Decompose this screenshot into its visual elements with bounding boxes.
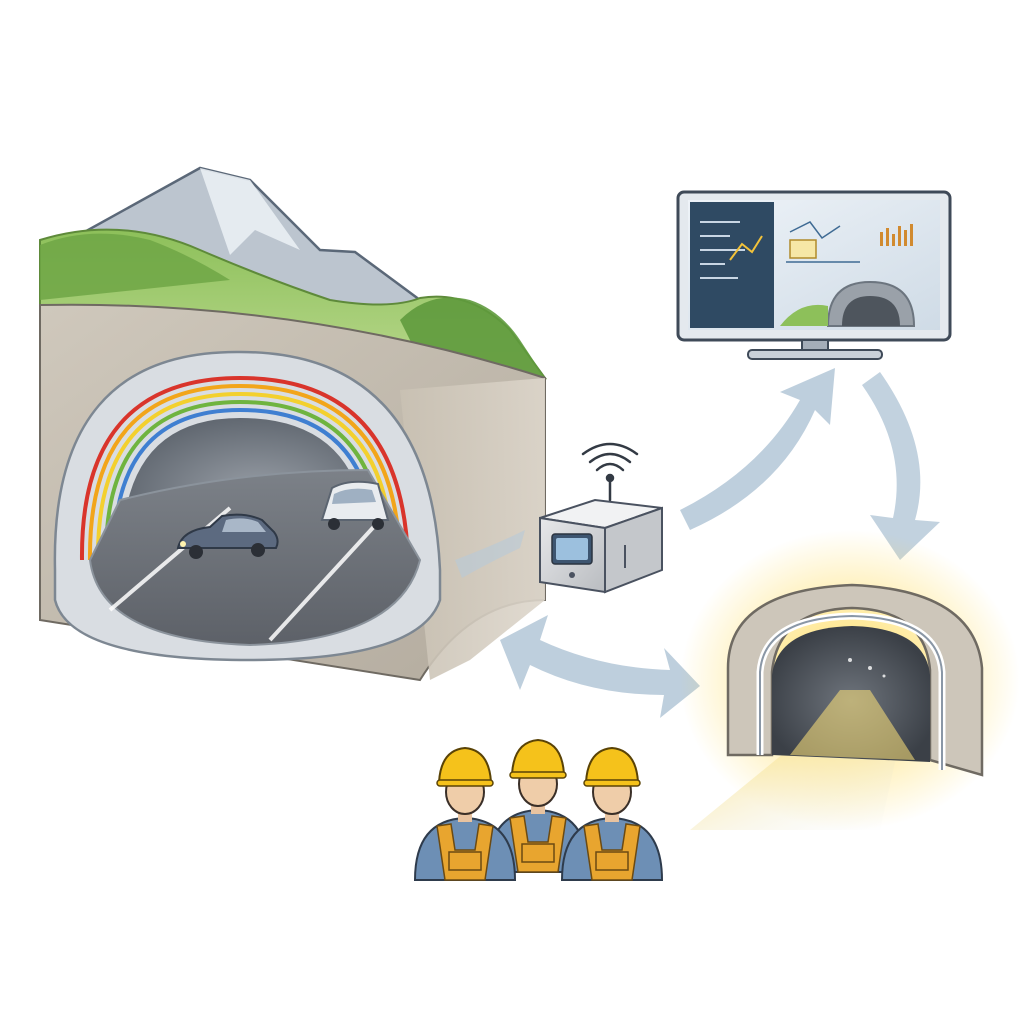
worker-icon: [560, 746, 664, 881]
sensor-ring: [95, 391, 394, 561]
monitoring-display: [676, 190, 952, 360]
maintenance-workers: [413, 738, 664, 881]
flow-arrows: [455, 368, 940, 718]
car-van: [320, 480, 390, 530]
mountain-tunnel-section: [39, 166, 548, 682]
sensor-ring: [87, 383, 402, 561]
maintained-tunnel: [680, 530, 1020, 830]
sensor-ring: [79, 375, 410, 561]
arrow-tunnel-bidirectional: [500, 615, 700, 718]
arrow-gateway-to-monitor: [680, 368, 835, 530]
iot-gateway: [539, 442, 663, 594]
arrow-monitor-to-tunnel: [862, 372, 940, 560]
lit-road: [690, 740, 900, 830]
wifi-signal-icon: [581, 442, 639, 502]
worker-icon: [413, 746, 517, 881]
car-sedan: [176, 513, 279, 559]
monitor-bar-chart: [880, 224, 913, 246]
arrow-tunnel-to-gateway: [455, 530, 525, 578]
